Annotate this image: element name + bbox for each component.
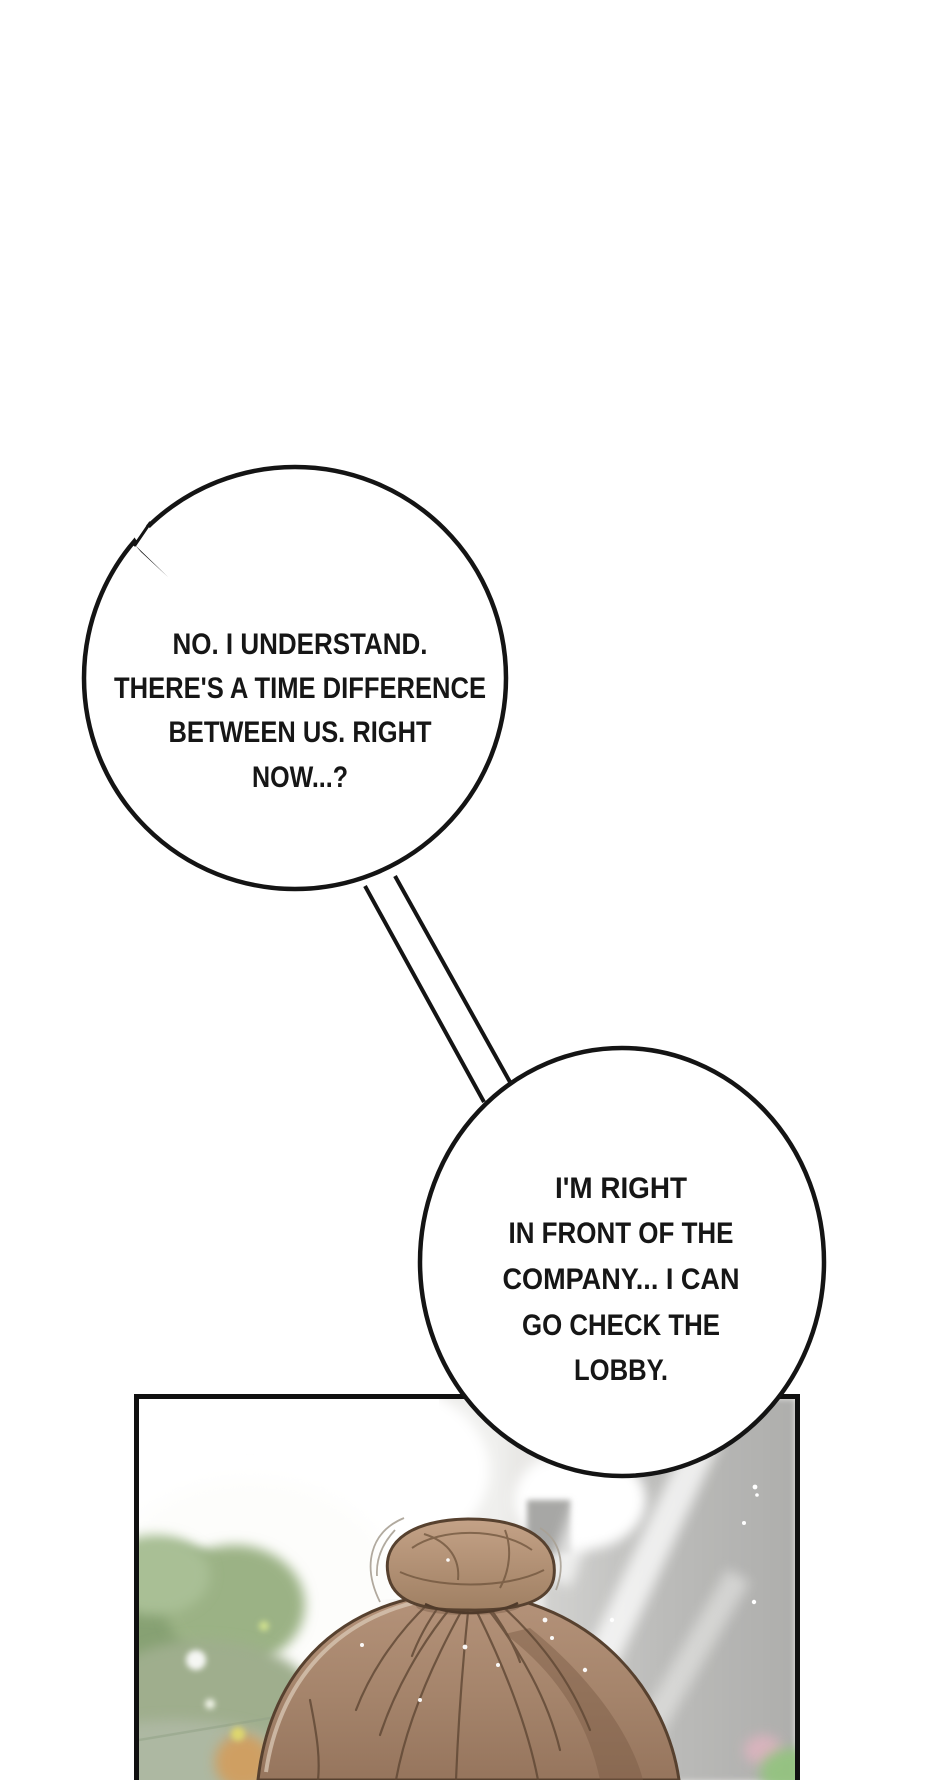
bubble2-line-3: COMPANY... I CAN (503, 1263, 740, 1296)
bubble1-text: NO. I UNDERSTAND. THERE'S A TIME DIFFERE… (114, 628, 486, 794)
bubble2-line-5: LOBBY. (574, 1354, 668, 1387)
speech-bubble-2: I'M RIGHT IN FRONT OF THE COMPANY... I C… (417, 1045, 827, 1479)
bubble1-line-4: NOW...? (252, 761, 348, 794)
bubble1-line-3: BETWEEN US. RIGHT (169, 716, 432, 749)
tree-blur (139, 1535, 320, 1780)
bun-crease (424, 1601, 519, 1615)
bubble2-outline (417, 1045, 827, 1479)
bubble2-line-1: I'M RIGHT (555, 1172, 687, 1205)
bokeh-bottom-right (744, 1735, 795, 1780)
bubble1-line-1: NO. I UNDERSTAND. (173, 628, 428, 661)
bubble2-line-4: GO CHECK THE (522, 1309, 720, 1342)
connector-line-left (363, 885, 486, 1103)
bubble2-line-2: IN FRONT OF THE (509, 1217, 734, 1250)
bun-strands (399, 1529, 545, 1589)
bubble1-line-2: THERE'S A TIME DIFFERENCE (114, 672, 486, 705)
bubble1-tail (133, 521, 168, 577)
connector-line-right (393, 875, 512, 1083)
hair-strands (308, 1596, 592, 1780)
hair-sparkles (360, 1558, 588, 1702)
bubble-connector (363, 875, 512, 1103)
speech-bubble-1: NO. I UNDERSTAND. THERE'S A TIME DIFFERE… (81, 464, 509, 892)
stray-hairs (369, 1517, 562, 1603)
bubble1-outline (81, 464, 509, 892)
hair-shadow-band (505, 1628, 643, 1780)
character-head (256, 1517, 681, 1780)
hair-rim-light (264, 1594, 451, 1773)
bubble2-text: I'M RIGHT IN FRONT OF THE COMPANY... I C… (503, 1172, 740, 1387)
